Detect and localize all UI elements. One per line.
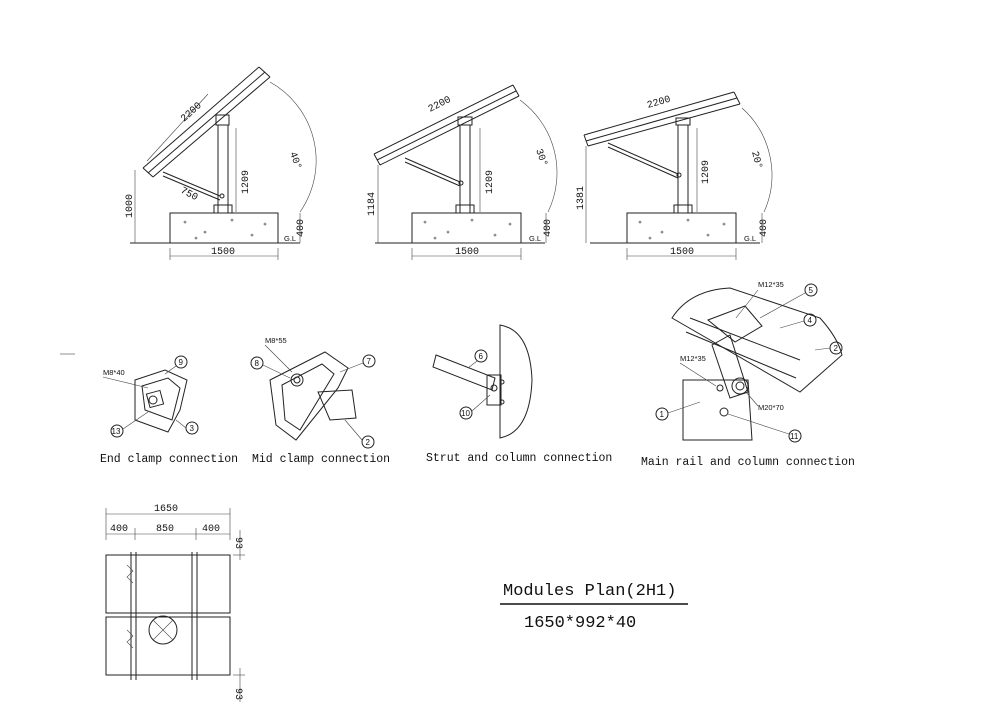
base-height-label: 400 bbox=[759, 219, 770, 237]
strut-column-caption: Strut and column connection bbox=[426, 452, 612, 465]
bolt-spec-label: M20*70 bbox=[758, 403, 784, 412]
mid-clamp-detail: M8*55 8 7 2 Mid clamp connection bbox=[250, 336, 390, 466]
bolt-spec-label: M8*55 bbox=[265, 336, 287, 345]
base-width-label: 1500 bbox=[455, 247, 479, 258]
plan-right-width: 400 bbox=[202, 524, 220, 535]
bolt-spec-label: M12*35 bbox=[758, 280, 784, 289]
bolt-spec-label: M12*35 bbox=[680, 354, 706, 363]
end-clamp-detail: M8*40 9 13 3 End clamp connection bbox=[100, 355, 238, 466]
front-height-label: 1000 bbox=[125, 194, 136, 218]
plan-edge-top: 93 bbox=[232, 537, 243, 549]
modules-plan-title-block: Modules Plan(2H1) 1650*992*40 bbox=[500, 582, 688, 633]
end-clamp-caption: End clamp connection bbox=[100, 453, 238, 466]
column-height-label: 1209 bbox=[485, 170, 496, 194]
base-width-label: 1500 bbox=[211, 247, 235, 258]
tilt-angle-label: 20° bbox=[748, 150, 764, 171]
part-callout: 10 bbox=[461, 409, 470, 418]
part-callout: 2 bbox=[834, 344, 839, 353]
concrete-texture bbox=[183, 218, 267, 240]
part-callout: 8 bbox=[255, 359, 260, 368]
part-callout: 4 bbox=[808, 316, 813, 325]
front-height-label: 1381 bbox=[576, 186, 587, 210]
base-width-label: 1500 bbox=[670, 247, 694, 258]
module-plan-view: 1650 400 850 400 93 93 bbox=[105, 504, 245, 702]
ground-level-label: G.L bbox=[529, 234, 541, 243]
concrete-base bbox=[169, 212, 279, 244]
column-height-label: 1209 bbox=[241, 170, 252, 194]
plan-edge-bottom: 93 bbox=[232, 688, 243, 700]
base-height-label: 400 bbox=[296, 219, 307, 237]
part-callout: 6 bbox=[479, 352, 484, 361]
part-callout: 1 bbox=[660, 410, 665, 419]
plan-middle-width: 850 bbox=[156, 524, 174, 535]
front-height-label: 1184 bbox=[367, 192, 378, 216]
part-callout: 13 bbox=[112, 427, 121, 436]
plan-total-width: 1650 bbox=[154, 504, 178, 515]
mid-clamp-caption: Mid clamp connection bbox=[252, 453, 390, 466]
tilt-view-30: 2200 1209 1184 30° 400 G.L 1500 bbox=[367, 84, 558, 260]
part-callout: 11 bbox=[790, 432, 799, 441]
tilt-view-20: 2200 1209 1381 20° 400 G.L 1500 bbox=[576, 91, 773, 260]
base-height-label: 400 bbox=[543, 219, 554, 237]
part-callout: 9 bbox=[179, 358, 184, 367]
solar-panel bbox=[142, 66, 271, 178]
plan-left-width: 400 bbox=[110, 524, 128, 535]
bolt-spec-label: M8*40 bbox=[103, 368, 125, 377]
column-height-label: 1209 bbox=[701, 160, 712, 184]
part-callout: 5 bbox=[809, 286, 814, 295]
ground-level-label: G.L bbox=[284, 234, 296, 243]
main-rail-caption: Main rail and column connection bbox=[641, 456, 855, 469]
part-callout: 2 bbox=[366, 438, 371, 447]
part-callout: 7 bbox=[367, 357, 372, 366]
part-callout: 3 bbox=[190, 424, 195, 433]
solar-panel bbox=[583, 91, 741, 147]
main-rail-detail: M12*35 5 4 2 M12*35 1 M20*70 11 Main rai… bbox=[641, 280, 855, 469]
tilt-angle-label: 40° bbox=[286, 150, 303, 171]
tilt-angle-label: 30° bbox=[532, 147, 549, 168]
ground-level-label: G.L bbox=[744, 234, 756, 243]
panel-length-label: 2200 bbox=[179, 101, 204, 125]
solar-panel bbox=[373, 84, 520, 166]
strut-column-detail: 6 10 Strut and column connection bbox=[426, 324, 612, 465]
panel-length-label: 2200 bbox=[427, 95, 453, 116]
panel-length-label: 2200 bbox=[646, 95, 672, 112]
strut-length-label: 750 bbox=[178, 186, 199, 204]
modules-plan-title: Modules Plan(2H1) bbox=[503, 582, 676, 601]
modules-size-label: 1650*992*40 bbox=[524, 614, 636, 633]
tilt-view-40: 2200 1209 750 1000 40° 400 G.L 1500 bbox=[125, 66, 317, 260]
